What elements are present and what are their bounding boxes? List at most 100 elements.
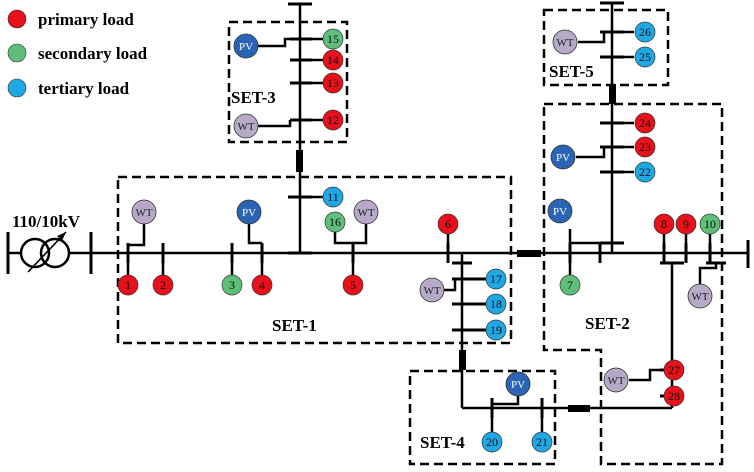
legend-swatch-secondary — [7, 43, 27, 63]
legend-swatch-primary — [7, 9, 27, 29]
load-node-label: 6 — [445, 217, 451, 231]
load-circle-tertiary — [634, 21, 656, 43]
load-node-label: 10 — [704, 217, 716, 231]
pv-generator-icon: PV — [505, 371, 531, 397]
set5-box — [542, 8, 670, 87]
load-circle-primary — [634, 112, 656, 134]
load-node-label: 14 — [327, 53, 339, 67]
load-node-label: 13 — [327, 76, 339, 90]
load-node-label: 12 — [327, 113, 339, 127]
pv-generator-icon: PV — [236, 199, 262, 225]
load-node-28: 28 — [663, 385, 685, 407]
load-circle-tertiary — [634, 161, 656, 183]
wind-turbine-icon: WT — [131, 199, 157, 225]
legend-label-secondary: secondary load — [38, 44, 148, 63]
load-circle-tertiary — [485, 268, 507, 290]
load-node-22: 22 — [634, 161, 656, 183]
load-node-label: 9 — [683, 217, 689, 231]
load-node-27: 27 — [663, 359, 685, 381]
load-circle-primary — [663, 359, 685, 381]
load-node-label: 4 — [259, 278, 265, 292]
wind-turbine-icon: WT — [353, 199, 379, 225]
load-node-label: 19 — [490, 323, 502, 337]
load-circle-primary — [322, 72, 344, 94]
load-node-1: 1 — [117, 274, 139, 296]
load-circle-secondary — [559, 274, 581, 296]
load-circle-tertiary — [485, 293, 507, 315]
load-circle-primary — [342, 274, 364, 296]
switch-set1-set2 — [517, 250, 541, 257]
load-node-10: 10 — [699, 213, 721, 235]
pv-generator-icon: PV — [233, 33, 259, 59]
wind-turbine-icon: WT — [552, 29, 578, 55]
load-node-label: 20 — [486, 435, 498, 449]
generator-label: WT — [135, 207, 152, 219]
load-node-15: 15 — [322, 28, 344, 50]
wind-turbine-icon: WT — [419, 277, 445, 303]
load-circle-primary — [322, 109, 344, 131]
load-circle-primary — [437, 213, 459, 235]
generator-label: PV — [511, 379, 525, 391]
legend-label-primary: primary load — [38, 10, 134, 29]
load-node-label: 15 — [327, 32, 339, 46]
switch-set4-set2 — [568, 405, 590, 412]
set4-label: SET-4 — [420, 433, 465, 452]
load-node-11: 11 — [322, 186, 344, 208]
load-circle-tertiary — [634, 46, 656, 68]
load-circle-primary — [675, 213, 697, 235]
legend-label-tertiary: tertiary load — [38, 79, 130, 98]
load-circle-primary — [634, 136, 656, 158]
load-node-label: 16 — [329, 215, 341, 229]
load-node-3: 3 — [221, 274, 243, 296]
load-circle-tertiary — [322, 186, 344, 208]
generator-label: WT — [237, 121, 254, 133]
generator-label: WT — [691, 291, 708, 303]
load-node-label: 25 — [639, 50, 651, 64]
load-node-label: 5 — [350, 278, 356, 292]
load-circle-primary — [117, 274, 139, 296]
load-node-label: 23 — [639, 140, 651, 154]
load-node-6: 6 — [437, 213, 459, 235]
load-node-label: 26 — [639, 25, 651, 39]
load-circle-secondary — [699, 213, 721, 235]
load-node-label: 11 — [327, 190, 339, 204]
wind-turbine-icon: WT — [603, 367, 629, 393]
load-node-24: 24 — [634, 112, 656, 134]
legend-swatch-tertiary — [7, 78, 27, 98]
load-node-label: 24 — [639, 116, 651, 130]
load-node-18: 18 — [485, 293, 507, 315]
load-node-20: 20 — [481, 431, 503, 453]
load-node-label: 2 — [160, 278, 166, 292]
pv-generator-icon: PV — [547, 198, 573, 224]
load-node-19: 19 — [485, 319, 507, 341]
load-node-label: 3 — [229, 278, 235, 292]
load-node-26: 26 — [634, 21, 656, 43]
load-node-5: 5 — [342, 274, 364, 296]
load-circle-tertiary — [531, 431, 553, 453]
wind-turbine-icon: WT — [233, 113, 259, 139]
load-node-label: 1 — [125, 278, 131, 292]
switch-set2-set5 — [609, 84, 616, 104]
set2-box — [542, 102, 724, 466]
set4-box — [408, 369, 557, 466]
pv-generator-icon: PV — [550, 144, 576, 170]
load-node-9: 9 — [675, 213, 697, 235]
load-circle-secondary — [221, 274, 243, 296]
generator-label: PV — [242, 207, 256, 219]
load-node-12: 12 — [322, 109, 344, 131]
set1-label: SET-1 — [272, 316, 317, 335]
load-node-label: 22 — [639, 165, 651, 179]
generator-label: WT — [607, 375, 624, 387]
load-node-8: 8 — [653, 213, 675, 235]
load-node-4: 4 — [251, 274, 273, 296]
switch-set1-set3 — [296, 150, 303, 172]
load-circle-primary — [653, 213, 675, 235]
load-node-label: 18 — [490, 297, 502, 311]
load-circle-primary — [663, 385, 685, 407]
load-circle-tertiary — [485, 319, 507, 341]
generator-label: PV — [553, 206, 567, 218]
set5-label: SET-5 — [549, 62, 594, 81]
